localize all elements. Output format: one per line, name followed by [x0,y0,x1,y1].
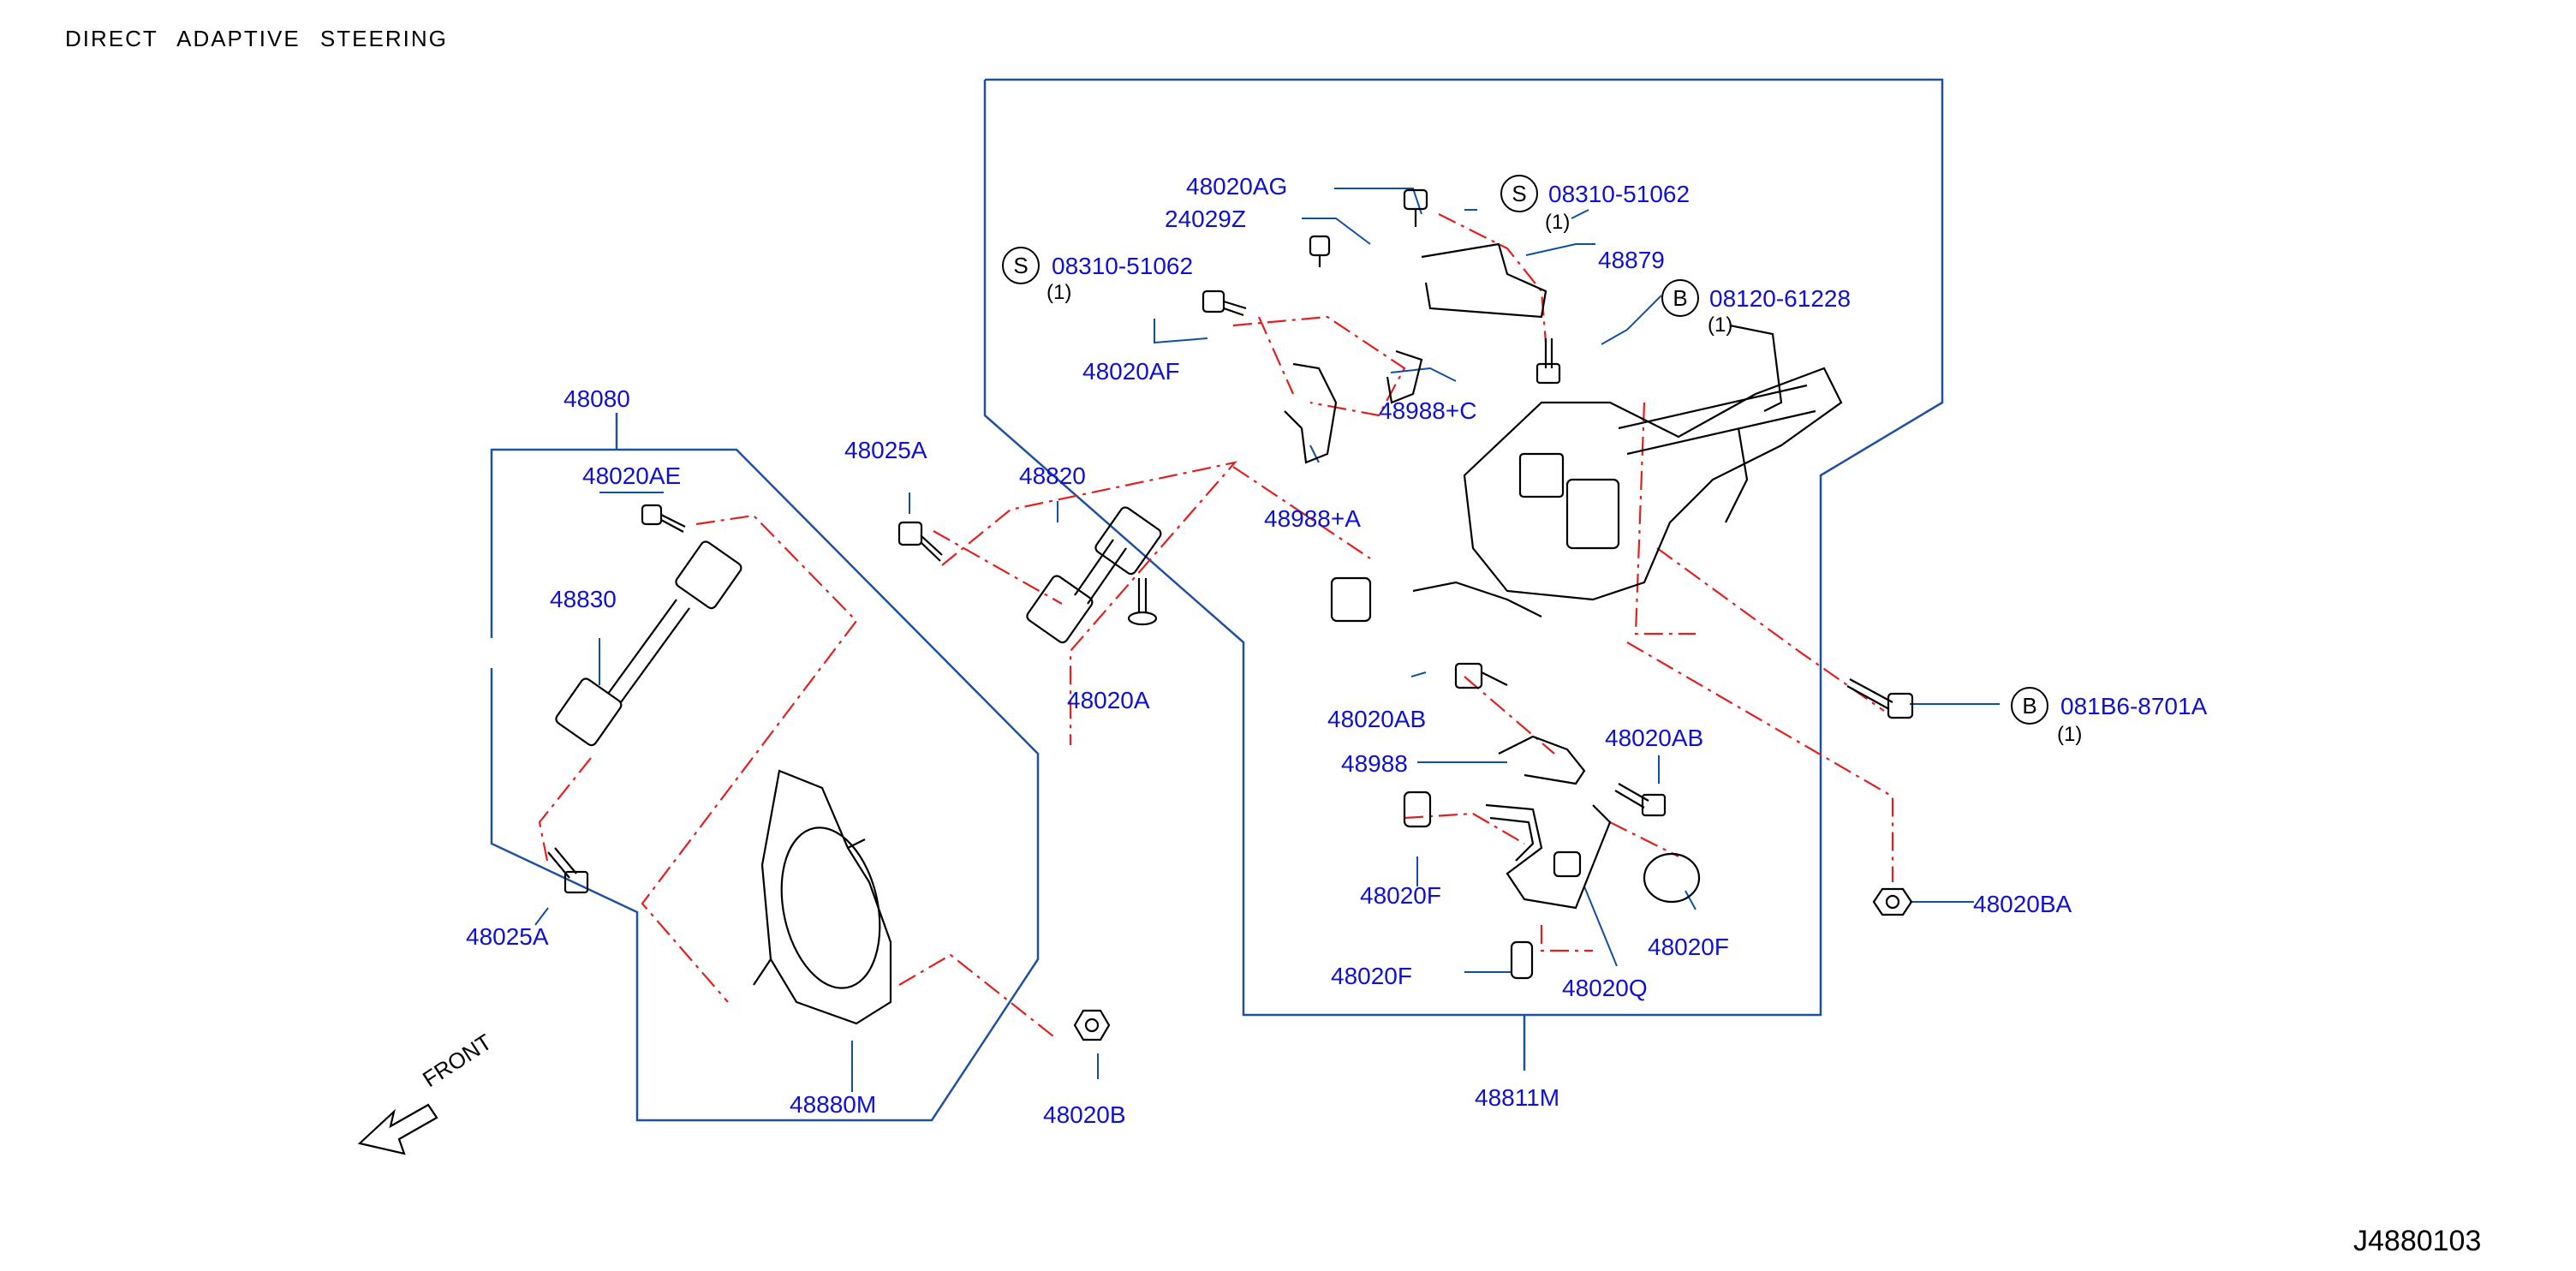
part-label-48020F-1: 48020F [1360,882,1441,909]
part-label-48020AE: 48020AE [582,462,682,489]
part-label-48020F-3: 48020F [1331,963,1412,989]
components [357,188,1914,1155]
part-label-48988C: 48988+C [1379,397,1477,424]
part-label-48880M: 48880M [790,1091,877,1118]
outline-48080 [490,448,1040,1122]
bolt-08120-61228 [1535,338,1561,385]
bolt-symbol-icon-2: B [2011,687,2048,725]
part-label-48811M: 48811M [1475,1084,1560,1111]
bolt-48020AG [1403,188,1428,227]
diagram-code: J4880103 [2353,1225,2482,1257]
part-label-48020AF: 48020AF [1082,358,1180,385]
part-label-24029Z: 24029Z [1165,206,1246,232]
bracket-48988A [1284,362,1338,464]
bolt-48025A-left [547,847,589,894]
boot-48880M [753,769,892,1025]
bolt-symbol-icon: B [1661,279,1699,317]
part-label-48020F-2: 48020F [1648,934,1729,960]
diagram-title: DIRECT ADAPTIVE STEERING [65,26,448,51]
qty-08120: (1) [1708,313,1733,337]
part-label-48879: 48879 [1598,247,1665,273]
shaft-48830 [555,540,742,747]
bolt-48020AE [641,504,686,533]
part-label-48020AB-left: 48020AB [1327,706,1427,732]
qty-08310-left: (1) [1046,281,1072,304]
connector-48020F-2 [1643,852,1701,904]
harness-48020Q [1485,803,1612,910]
bolt-48025A-top [897,521,943,562]
connector-48020F-3 [1510,940,1534,980]
connector-48020F-1 [1403,791,1432,828]
clip-48020AB-left [1454,662,1508,689]
part-label-48025A-top: 48025A [844,437,927,463]
bolt-081B6-8701A [1846,678,1914,719]
bolt-48020A [1127,578,1158,626]
part-label-48020AG: 48020AG [1186,173,1288,200]
screw-symbol-icon: S [1500,175,1538,212]
part-label-48025A-left: 48025A [466,923,549,950]
group-outlines [490,78,1944,1122]
part-label-48020AB-right: 48020AB [1605,725,1704,751]
qty-081B6: (1) [2057,723,2083,746]
steering-column-48811M [1330,324,1843,623]
qty-08310-right: (1) [1545,211,1571,234]
bracket-48988 [1498,735,1586,785]
part-label-081B6-8701A: 081B6-8701A [2060,693,2208,719]
leader-lines [534,188,2000,1092]
shaft-48820 [1026,506,1162,644]
part-label-48020B: 48020B [1043,1101,1126,1128]
front-arrow-icon [357,1103,438,1155]
part-label-48988: 48988 [1341,750,1408,777]
nut-48020BA [1872,887,1913,916]
part-label-48830: 48830 [550,586,617,612]
bracket-48988C [1386,349,1423,404]
part-label-48020Q: 48020Q [1562,975,1648,1001]
outline-48811M [983,78,1944,1017]
assembly-lines [538,213,1894,1037]
part-label-48080: 48080 [564,385,630,412]
part-label-48820: 48820 [1019,462,1086,489]
part-label-48020A: 48020A [1067,687,1150,713]
nut-48020B [1073,1009,1111,1041]
part-label-08310-51062-left: 08310-51062 [1052,253,1194,279]
bolt-48020AF [1202,289,1247,317]
bracket-48879 [1421,242,1547,319]
part-label-48020BA: 48020BA [1973,891,2072,917]
part-label-08310-51062-right: 08310-51062 [1548,181,1690,207]
bolt-08310-left [1309,235,1331,267]
screw-symbol-icon-2: S [1002,247,1040,284]
part-label-48988A: 48988+A [1264,505,1361,532]
bolt-48020AB-right [1614,783,1667,817]
part-label-08120-61228: 08120-61228 [1709,285,1852,312]
